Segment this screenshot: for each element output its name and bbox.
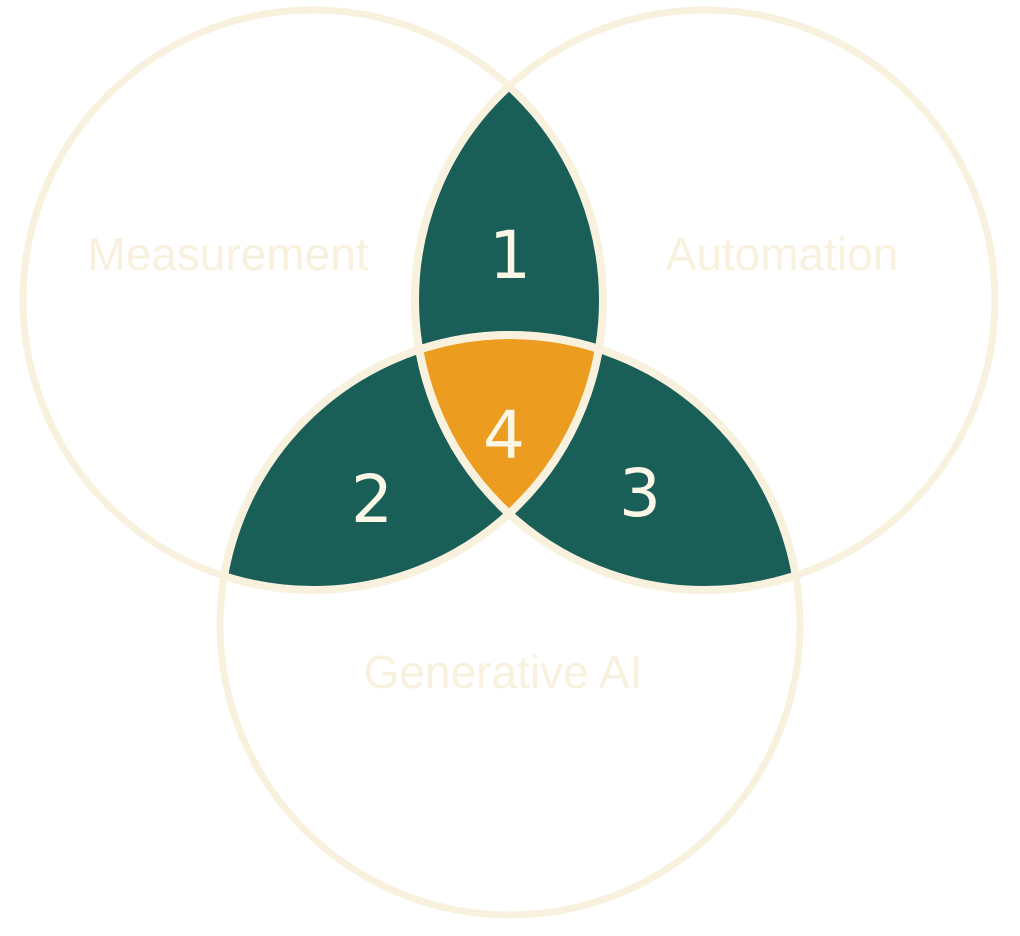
- region-number-1: 1: [489, 217, 531, 294]
- region-2-measurement-generative-ai: [220, 335, 603, 590]
- region-number-4: 4: [483, 397, 525, 474]
- label-automation: Automation: [666, 228, 899, 280]
- label-measurement: Measurement: [87, 228, 368, 280]
- region-number-3: 3: [619, 455, 661, 532]
- region-number-2: 2: [351, 461, 393, 538]
- region-3-automation-generative-ai: [415, 335, 800, 590]
- label-generative-ai: Generative AI: [364, 646, 643, 698]
